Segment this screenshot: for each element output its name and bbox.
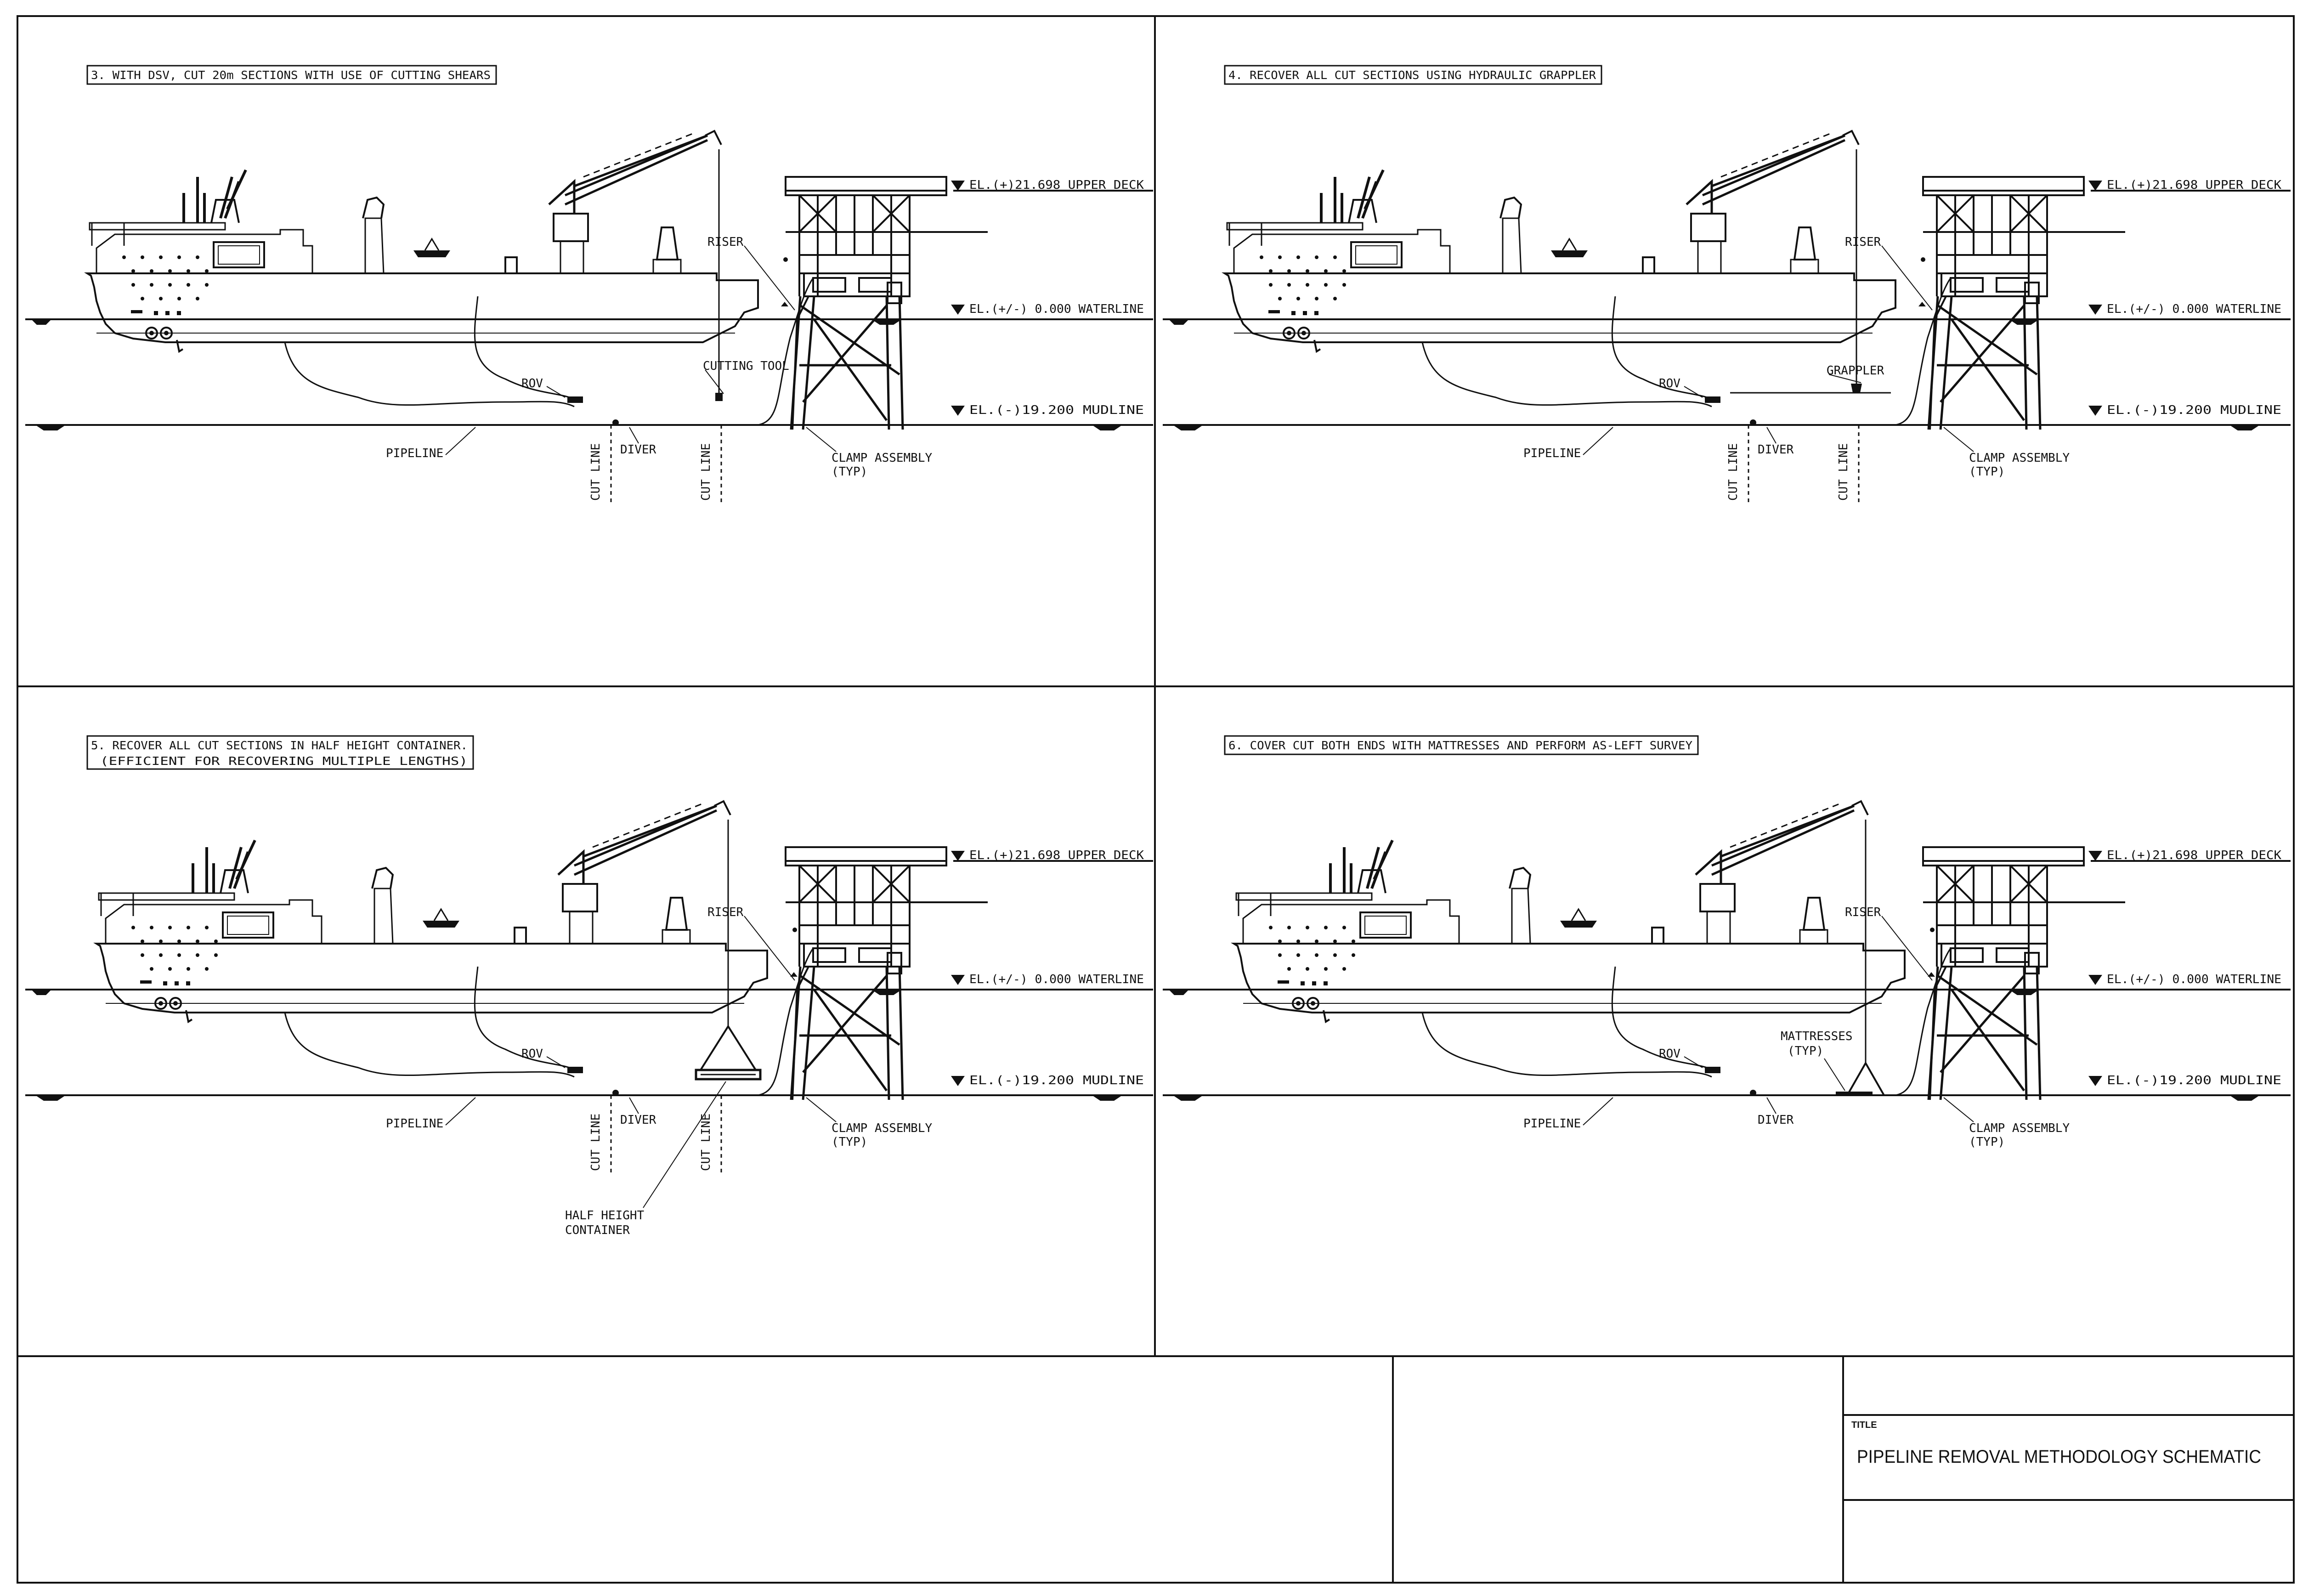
clamp-label-typ: (TYP) <box>832 1135 867 1149</box>
diver-label: DIVER <box>620 1113 656 1127</box>
elevation-label: EL.(+/-) 0.000 WATERLINE <box>2107 973 2281 986</box>
annotations: RISER ROV PIPELINE DIVER CLAMP ASSEMBLY(TYP)… <box>1523 149 2070 503</box>
offshore-platform <box>1923 847 2125 1100</box>
pipeline-geometry <box>1421 948 1952 1096</box>
title-caption: TITLE <box>1851 1420 1877 1430</box>
half-height-container-icon <box>695 1025 762 1081</box>
rov-label: ROV <box>1659 1047 1680 1061</box>
elevation-label: EL.(+/-) 0.000 WATERLINE <box>969 973 1144 986</box>
step-title: 6. COVER CUT BOTH ENDS WITH MATTRESSES A… <box>1224 735 1699 755</box>
pipeline-label: PIPELINE <box>1523 1117 1581 1131</box>
elevation-lines <box>25 860 1153 1096</box>
diver-label: DIVER <box>1758 443 1794 457</box>
drawing-title: PIPELINE REMOVAL METHODOLOGY SCHEMATIC <box>1857 1447 2261 1467</box>
step-panel-p3: 3. WITH DSV, CUT 20m SECTIONS WITH USE O… <box>25 65 1153 503</box>
elevation-label: EL.(-)19.200 MUDLINE <box>969 1074 1144 1087</box>
elevation-label: EL.(-)19.200 MUDLINE <box>2107 403 2281 417</box>
step-panel-p4: 4. RECOVER ALL CUT SECTIONS USING HYDRAU… <box>1163 65 2291 503</box>
riser-label: RISER <box>707 906 744 919</box>
tool-label: CONTAINER <box>565 1223 630 1237</box>
diver-icon <box>612 419 619 426</box>
step-title-line: (EFFICIENT FOR RECOVERING MULTIPLE LENGT… <box>100 754 468 768</box>
clamp-label: CLAMP ASSEMBLY <box>1969 451 2070 465</box>
elevation-lines <box>1163 190 2291 426</box>
annotations: RISER ROV PIPELINE DIVER CLAMP ASSEMBLY(TYP)… <box>386 149 932 503</box>
tool-label: HALF HEIGHT <box>565 1209 645 1222</box>
rov-label: ROV <box>521 1047 543 1061</box>
elevation-label: EL.(+/-) 0.000 WATERLINE <box>2107 302 2281 316</box>
clamp-label-typ: (TYP) <box>1969 465 2005 479</box>
elevation-label: EL.(-)19.200 MUDLINE <box>2107 1074 2281 1087</box>
pipeline-geometry <box>284 948 814 1096</box>
rov-icon <box>1705 1067 1720 1073</box>
riser-label: RISER <box>707 235 744 249</box>
elevation-markers: EL.(+)21.698 UPPER DECK EL.(+/-) 0.000 WA… <box>951 178 1144 417</box>
step-title-line: 3. WITH DSV, CUT 20m SECTIONS WITH USE O… <box>91 68 491 82</box>
tool-label: GRAPPLER <box>1827 364 1884 378</box>
riser-label: RISER <box>1845 235 1881 249</box>
grappler-icon <box>1851 384 1862 393</box>
pipeline-label: PIPELINE <box>386 1117 443 1131</box>
cut-line-label: CUT LINE <box>699 443 713 501</box>
elevation-label: EL.(+)21.698 UPPER DECK <box>969 849 1144 862</box>
step-title: 4. RECOVER ALL CUT SECTIONS USING HYDRAU… <box>1224 65 1602 85</box>
annotations: RISER ROV PIPELINE DIVER CLAMP ASSEMBLY(TYP)… <box>386 820 932 1237</box>
clamp-label-typ: (TYP) <box>1969 1135 2005 1149</box>
diver-label: DIVER <box>1758 1113 1794 1127</box>
cut-line-label: CUT LINE <box>699 1114 713 1171</box>
step-title: 3. WITH DSV, CUT 20m SECTIONS WITH USE O… <box>86 65 497 85</box>
step-panel-p5: 5. RECOVER ALL CUT SECTIONS IN HALF HEIG… <box>25 735 1153 1237</box>
elevation-label: EL.(+)21.698 UPPER DECK <box>969 178 1144 192</box>
step-title-line: 5. RECOVER ALL CUT SECTIONS IN HALF HEIG… <box>91 739 468 752</box>
clamp-label: CLAMP ASSEMBLY <box>832 1121 932 1135</box>
diver-icon <box>1750 419 1756 426</box>
tool-label: (TYP) <box>1788 1044 1823 1058</box>
tool-label: MATTRESSES <box>1781 1030 1853 1043</box>
elevation-label: EL.(+)21.698 UPPER DECK <box>2107 849 2281 862</box>
step-title: 5. RECOVER ALL CUT SECTIONS IN HALF HEIG… <box>86 735 474 770</box>
step-title-line: 6. COVER CUT BOTH ENDS WITH MATTRESSES A… <box>1228 739 1692 752</box>
diver-label: DIVER <box>620 443 656 457</box>
pipeline-label: PIPELINE <box>386 447 443 460</box>
rov-icon <box>1705 396 1720 403</box>
elevation-markers: EL.(+)21.698 UPPER DECK EL.(+/-) 0.000 WA… <box>2088 849 2281 1087</box>
elevation-label: EL.(+)21.698 UPPER DECK <box>2107 178 2281 192</box>
clamp-label: CLAMP ASSEMBLY <box>832 451 932 465</box>
pipeline-label: PIPELINE <box>1523 447 1581 460</box>
cutting-tool-icon <box>715 393 723 401</box>
rov-label: ROV <box>1659 377 1680 391</box>
clamp-label-typ: (TYP) <box>832 465 867 479</box>
sheet-frame <box>17 15 2295 1584</box>
cut-line-label: CUT LINE <box>589 443 603 501</box>
rov-icon <box>567 396 583 403</box>
mattress-icons <box>1836 1061 1886 1096</box>
riser-label: RISER <box>1845 906 1881 919</box>
elevation-label: EL.(+/-) 0.000 WATERLINE <box>969 302 1144 316</box>
diver-icon <box>612 1090 619 1096</box>
offshore-platform <box>786 177 988 430</box>
tool-label: CUTTING TOOL <box>703 359 789 373</box>
step-title-line: 4. RECOVER ALL CUT SECTIONS USING HYDRAU… <box>1228 68 1596 82</box>
cut-line-label: CUT LINE <box>1837 443 1850 501</box>
rov-label: ROV <box>521 377 543 391</box>
elevation-label: EL.(-)19.200 MUDLINE <box>969 403 1144 417</box>
elevation-markers: EL.(+)21.698 UPPER DECK EL.(+/-) 0.000 WA… <box>951 849 1144 1087</box>
offshore-platform <box>786 847 988 1100</box>
rov-icon <box>567 1067 583 1073</box>
offshore-platform <box>1923 177 2125 430</box>
elevation-markers: EL.(+)21.698 UPPER DECK EL.(+/-) 0.000 WA… <box>2088 178 2281 417</box>
clamp-label: CLAMP ASSEMBLY <box>1969 1121 2070 1135</box>
cut-line-label: CUT LINE <box>1726 443 1740 501</box>
cut-line-label: CUT LINE <box>589 1114 603 1171</box>
pipeline-geometry <box>284 277 814 426</box>
pipeline-geometry <box>1421 277 1952 426</box>
title-block <box>1392 1356 2294 1583</box>
step-panel-p6: 6. COVER CUT BOTH ENDS WITH MATTRESSES A… <box>1163 735 2291 1149</box>
diver-icon <box>1750 1090 1756 1096</box>
elevation-lines <box>25 190 1153 426</box>
elevation-lines <box>1163 860 2291 1096</box>
